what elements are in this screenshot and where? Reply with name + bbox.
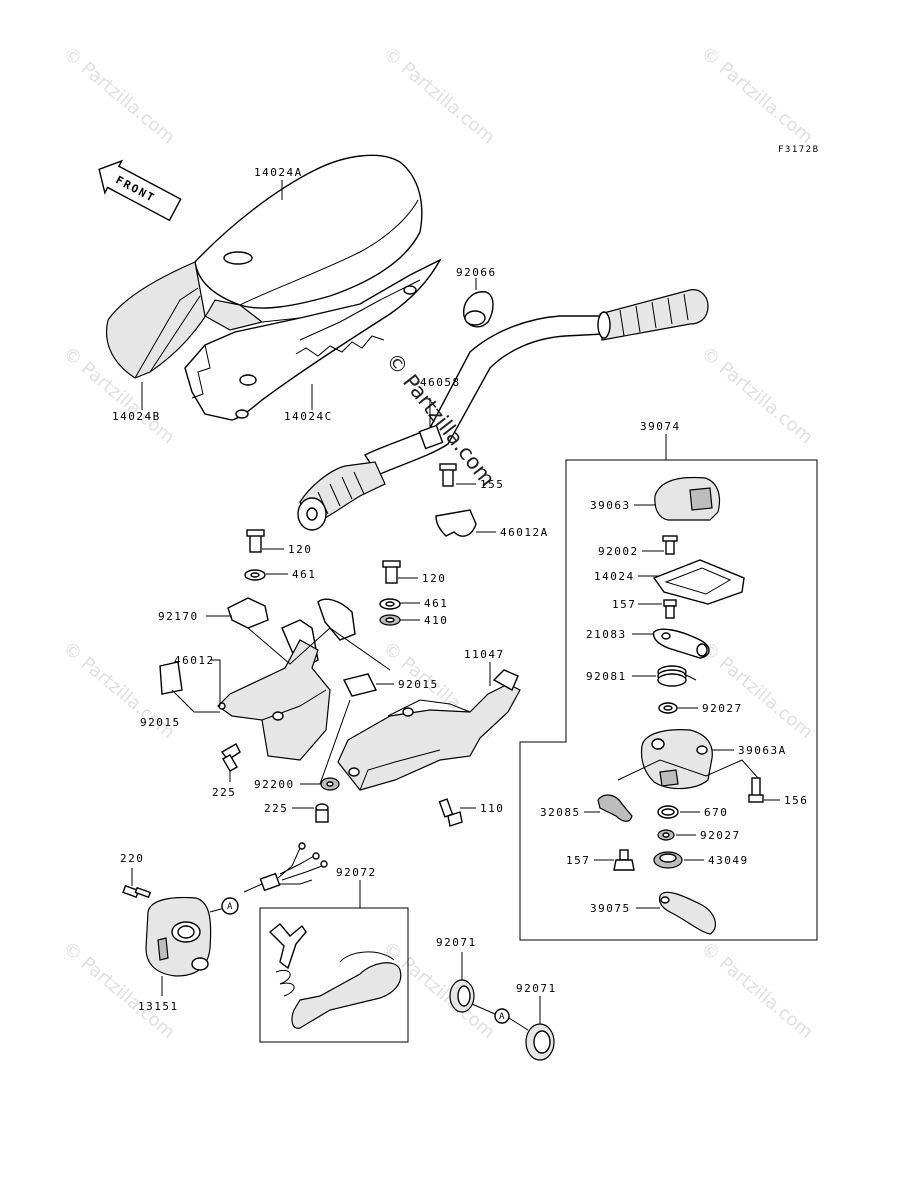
label-92170: 92170 — [158, 610, 199, 623]
watermark: © Partzilla.com — [59, 43, 179, 148]
nut-92015-left — [159, 661, 183, 695]
label-157-lower: 157 — [566, 854, 590, 867]
mounting-frame — [337, 669, 521, 791]
label-13151: 13151 — [138, 1000, 179, 1013]
label-43049: 43049 — [708, 854, 749, 867]
seat-cap — [463, 291, 494, 328]
label-670: 670 — [704, 806, 728, 819]
handlebar-tube — [363, 315, 605, 476]
label-92066: 92066 — [456, 266, 497, 279]
lanyard-clip — [268, 923, 402, 1029]
label-14024B: 14024B — [112, 410, 161, 423]
label-21083: 21083 — [586, 628, 627, 641]
watermark: © Partzilla.com — [697, 43, 817, 148]
callout-a-text: A — [499, 1012, 506, 1022]
seat-cover — [194, 154, 423, 309]
labels: 14024A 14024B 14024C 92066 46058 155 460… — [112, 166, 808, 1024]
label-461-left: 461 — [292, 568, 316, 581]
bolt-225-left — [220, 743, 241, 773]
label-92072: 92072 — [336, 866, 377, 879]
label-14024C: 14024C — [284, 410, 333, 423]
label-92027-upper: 92027 — [702, 702, 743, 715]
label-46012A: 46012A — [500, 526, 549, 539]
label-39063A: 39063A — [738, 744, 787, 757]
nut-92015-right — [342, 673, 378, 697]
bar-holder-upper — [435, 463, 477, 537]
label-39063: 39063 — [590, 499, 631, 512]
label-11047: 11047 — [464, 648, 505, 661]
rings-92071 — [449, 979, 555, 1061]
label-92081: 92081 — [586, 670, 627, 683]
watermark: © Partzilla.com — [379, 43, 499, 148]
label-92071-right: 92071 — [516, 982, 557, 995]
label-157-upper: 157 — [612, 598, 636, 611]
label-92015-left: 92015 — [140, 716, 181, 729]
label-46058: 46058 — [420, 376, 461, 389]
label-110: 110 — [480, 802, 504, 815]
label-92200: 92200 — [254, 778, 295, 791]
assembly-outline-39074 — [519, 459, 818, 941]
label-39075: 39075 — [590, 902, 631, 915]
seat-assembly — [106, 154, 442, 421]
bolts-left — [244, 529, 401, 626]
label-46012: 46012 — [174, 654, 215, 667]
front-arrow: FRONT — [98, 159, 182, 222]
throttle-parts — [597, 476, 764, 935]
bolt-225-bottom — [315, 803, 329, 823]
label-461-right: 461 — [424, 597, 448, 610]
label-32085: 32085 — [540, 806, 581, 819]
switch-assembly — [122, 842, 328, 977]
label-155: 155 — [480, 478, 504, 491]
watermark: © Partzilla.com — [697, 638, 817, 743]
watermark: © Partzilla.com — [697, 938, 817, 1043]
bolt-110 — [438, 798, 463, 827]
label-92015-right: 92015 — [398, 678, 439, 691]
watermark-layer: © Partzilla.com © Partzilla.com © Partzi… — [59, 43, 817, 1043]
watermark: © Partzilla.com — [697, 343, 817, 448]
handlebar — [297, 289, 709, 531]
label-39074: 39074 — [640, 420, 681, 433]
label-120-left: 120 — [288, 543, 312, 556]
label-120-right: 120 — [422, 572, 446, 585]
label-225-left: 225 — [212, 786, 236, 799]
label-225-bottom: 225 — [264, 802, 288, 815]
callout-a-ring — [494, 1008, 510, 1024]
figure-code: F3172B — [778, 145, 820, 155]
label-14024A: 14024A — [254, 166, 303, 179]
label-14024: 14024 — [594, 570, 635, 583]
watermark: © Partzilla.com — [379, 938, 499, 1043]
callout-a-switch — [221, 897, 239, 915]
label-410: 410 — [424, 614, 448, 627]
label-92071-left: 92071 — [436, 936, 477, 949]
label-220: 220 — [120, 852, 144, 865]
label-156: 156 — [784, 794, 808, 807]
label-92027-lower: 92027 — [700, 829, 741, 842]
assembly-outline-92072 — [259, 907, 409, 1043]
callout-a-text: A — [227, 902, 234, 912]
label-92002: 92002 — [598, 545, 639, 558]
handlebar-bracket — [217, 597, 356, 761]
